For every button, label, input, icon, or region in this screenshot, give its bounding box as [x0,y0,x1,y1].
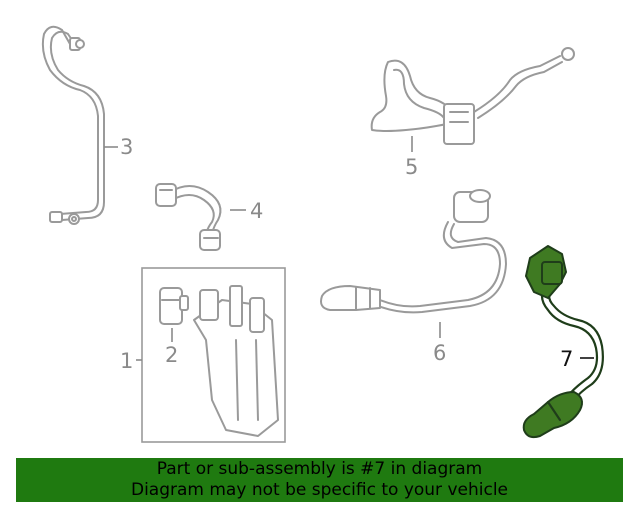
banner-line-2: Diagram may not be specific to your vehi… [130,480,508,500]
part-1-box [141,267,286,443]
part-1-canister[interactable] [193,285,279,437]
callout-3: 3 [120,135,133,159]
part-5-bracket-harness[interactable] [370,47,575,145]
callout-5: 5 [405,155,418,179]
callout-7: 7 [560,347,573,371]
part-7-oxygen-sensor-highlighted[interactable] [522,245,604,439]
part-3-sensor-line[interactable] [41,25,105,225]
callout-1: 1 [120,349,133,373]
banner-line-1: Part or sub-assembly is #7 in diagram [156,459,483,479]
callout-2: 2 [165,343,178,367]
part-4-hose[interactable] [155,183,222,251]
info-banner: Part or sub-assembly is #7 in diagram Di… [16,458,623,502]
parts-diagram: 3 4 5 2 1 [41,25,604,443]
callout-6: 6 [433,341,446,365]
part-6-oxygen-sensor[interactable] [320,189,507,314]
part-2-valve[interactable] [159,287,189,325]
callout-4: 4 [250,199,263,223]
